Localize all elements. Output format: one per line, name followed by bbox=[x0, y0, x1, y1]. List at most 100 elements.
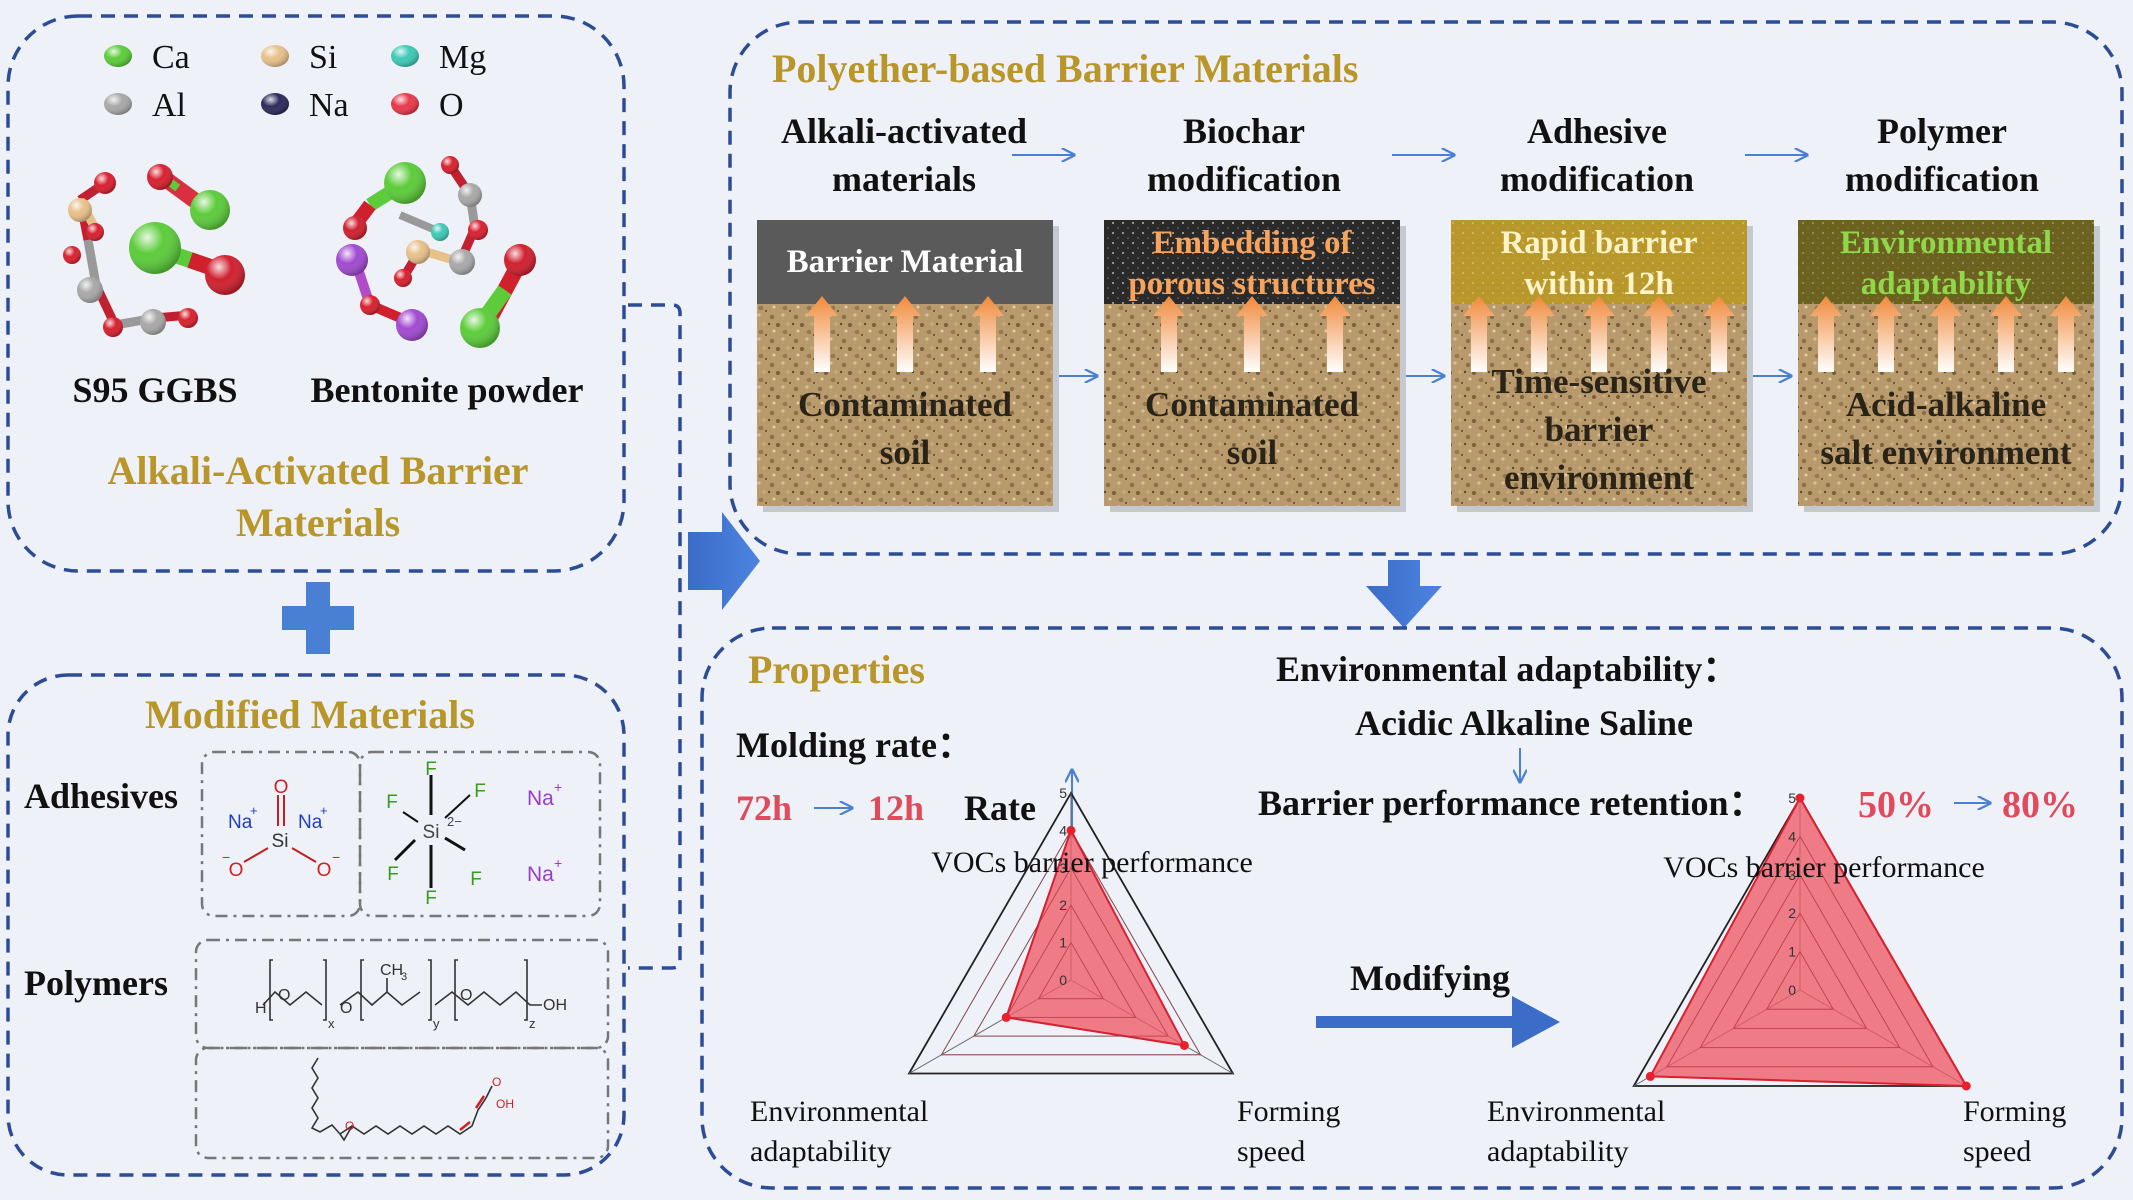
soil-text-line1: Time-sensitive bbox=[1491, 362, 1706, 401]
env-conditions: Acidic Alkaline Saline bbox=[1355, 703, 1693, 743]
radar-tick-label: 3 bbox=[1059, 860, 1067, 876]
fluorosilicate-silicon: Si bbox=[423, 822, 440, 843]
plus-icon bbox=[282, 582, 354, 654]
upward-arrow-icon bbox=[1810, 296, 1842, 372]
molding-rate-label: Molding rate： bbox=[736, 725, 973, 765]
epoxy-fatty-acid-structure: O O OH bbox=[310, 1057, 514, 1142]
soil-text-line1: Acid-alkaline bbox=[1846, 385, 2046, 424]
modifying-arrow-icon bbox=[1316, 996, 1560, 1048]
radar-tick-label: 5 bbox=[1788, 790, 1796, 806]
radar-tick-label: 1 bbox=[1059, 935, 1067, 951]
soil-text-line3: environment bbox=[1504, 458, 1694, 497]
peg-y: y bbox=[433, 1016, 440, 1031]
peg-oxygen-1: O bbox=[278, 987, 290, 1004]
panel-modified-materials: Modified Materials Adhesives Polymers O … bbox=[6, 673, 626, 1177]
upward-arrow-icon bbox=[972, 296, 1004, 372]
stage-4: PolymermodificationEnvironmentaladaptabi… bbox=[1798, 111, 2100, 512]
stage-heading-line2: modification bbox=[1500, 159, 1694, 199]
adhesives-label: Adhesives bbox=[24, 776, 178, 816]
fluorine-upper-right: F bbox=[474, 781, 486, 802]
soil-text-line2: soil bbox=[880, 433, 931, 472]
upward-arrow-icon bbox=[1523, 296, 1555, 372]
radar-axis-label-left: adaptability bbox=[1487, 1135, 1629, 1168]
radar-data-point bbox=[1066, 825, 1076, 835]
bentonite-label: Bentonite powder bbox=[311, 370, 584, 410]
carboxyl-oxygen: O bbox=[492, 1075, 501, 1089]
upward-arrow-icon bbox=[1153, 296, 1185, 372]
barrier-layer-text-line1: Barrier Material bbox=[787, 244, 1024, 280]
radar-axis-label-right: Forming bbox=[1963, 1095, 2066, 1128]
upward-arrow-icon bbox=[1319, 296, 1351, 372]
radar-grid-ring bbox=[907, 791, 1235, 1075]
soil-text-line2: barrier bbox=[1545, 410, 1654, 449]
polyether-title: Polyether-based Barrier Materials bbox=[772, 46, 1358, 91]
silicate-minus-left: − bbox=[222, 849, 230, 865]
radar-axis-label-left: Environmental bbox=[750, 1095, 928, 1128]
polymers-label: Polymers bbox=[24, 963, 168, 1003]
radar-axis-label-top: VOCs barrier performance bbox=[931, 846, 1253, 879]
upward-arrow-icon bbox=[1703, 296, 1735, 372]
legend-label: Si bbox=[309, 39, 337, 76]
radar-tick-label: 2 bbox=[1059, 897, 1067, 913]
silicate-sodium-right-charge: + bbox=[320, 803, 328, 818]
soil-text-line2: soil bbox=[1227, 433, 1278, 472]
upward-arrow-icon bbox=[1463, 296, 1495, 372]
peg-hydroxyl: OH bbox=[543, 997, 567, 1014]
retention-label: Barrier performance retention： bbox=[1258, 783, 1765, 823]
radar-axis-label-left: Environmental bbox=[1487, 1095, 1665, 1128]
fluorosilicate-sodium-bottom-charge: + bbox=[554, 855, 562, 871]
properties-title: Properties bbox=[748, 647, 925, 692]
silicate-oxygen-top: O bbox=[274, 777, 289, 798]
radar-axis-label-right: speed bbox=[1237, 1135, 1305, 1168]
fluorine-upper-left: F bbox=[386, 792, 398, 813]
upward-arrow-icon bbox=[806, 296, 838, 372]
peg-oxygen-3: O bbox=[460, 987, 472, 1004]
modified-materials-title: Modified Materials bbox=[145, 692, 475, 737]
peg-hydrogen: H bbox=[255, 1000, 267, 1017]
barrier-layer-text-line1: Environmental bbox=[1840, 225, 2052, 261]
soil-text-line1: Contaminated bbox=[798, 385, 1012, 424]
legend-item-o: O bbox=[391, 87, 464, 124]
molding-from: 72h bbox=[736, 788, 792, 828]
upward-arrow-icon bbox=[1583, 296, 1615, 372]
legend-label: Mg bbox=[439, 39, 486, 76]
legend-label: O bbox=[439, 87, 464, 124]
soil-text-line2: salt environment bbox=[1820, 433, 2071, 472]
silicate-oxygen-left: O bbox=[229, 860, 244, 881]
fluorine-bottom: F bbox=[425, 888, 437, 909]
bentonite-molecule bbox=[336, 156, 536, 348]
legend-item-mg: Mg bbox=[391, 39, 486, 76]
barrier-layer-text-line2: adaptability bbox=[1861, 266, 2032, 302]
silicate-sodium-left-charge: + bbox=[250, 803, 258, 818]
radar-tick-label: 1 bbox=[1788, 944, 1796, 960]
silicate-oxygen-right: O bbox=[317, 860, 332, 881]
right-arrow-icon bbox=[688, 512, 760, 610]
silicate-minus-right: − bbox=[332, 849, 340, 865]
radar-tick-label: 4 bbox=[1059, 822, 1067, 838]
radar-data-point bbox=[1961, 1081, 1971, 1091]
stage-heading-line1: Alkali-activated bbox=[781, 111, 1027, 151]
radar-tick-label: 0 bbox=[1059, 972, 1067, 988]
barrier-layer bbox=[757, 220, 1053, 304]
legend-label: Al bbox=[152, 87, 186, 124]
stage-heading-line2: materials bbox=[832, 159, 976, 199]
upward-arrow-icon bbox=[2050, 296, 2082, 372]
stage-heading-line2: modification bbox=[1845, 159, 2039, 199]
upward-arrow-icon bbox=[1643, 296, 1675, 372]
upward-arrow-icon bbox=[889, 296, 921, 372]
radar-tick-label: 5 bbox=[1059, 785, 1067, 801]
radar-data-point bbox=[1795, 793, 1805, 803]
upward-arrow-icon bbox=[1236, 296, 1268, 372]
radar-series-area bbox=[1648, 795, 1969, 1088]
legend-item-ca: Ca bbox=[104, 39, 190, 76]
soil-text-line1: Contaminated bbox=[1145, 385, 1359, 424]
fluorosilicate-sodium-bottom: Na bbox=[527, 863, 554, 886]
upward-arrow-icon bbox=[1990, 296, 2022, 372]
stage-heading-line2: modification bbox=[1147, 159, 1341, 199]
